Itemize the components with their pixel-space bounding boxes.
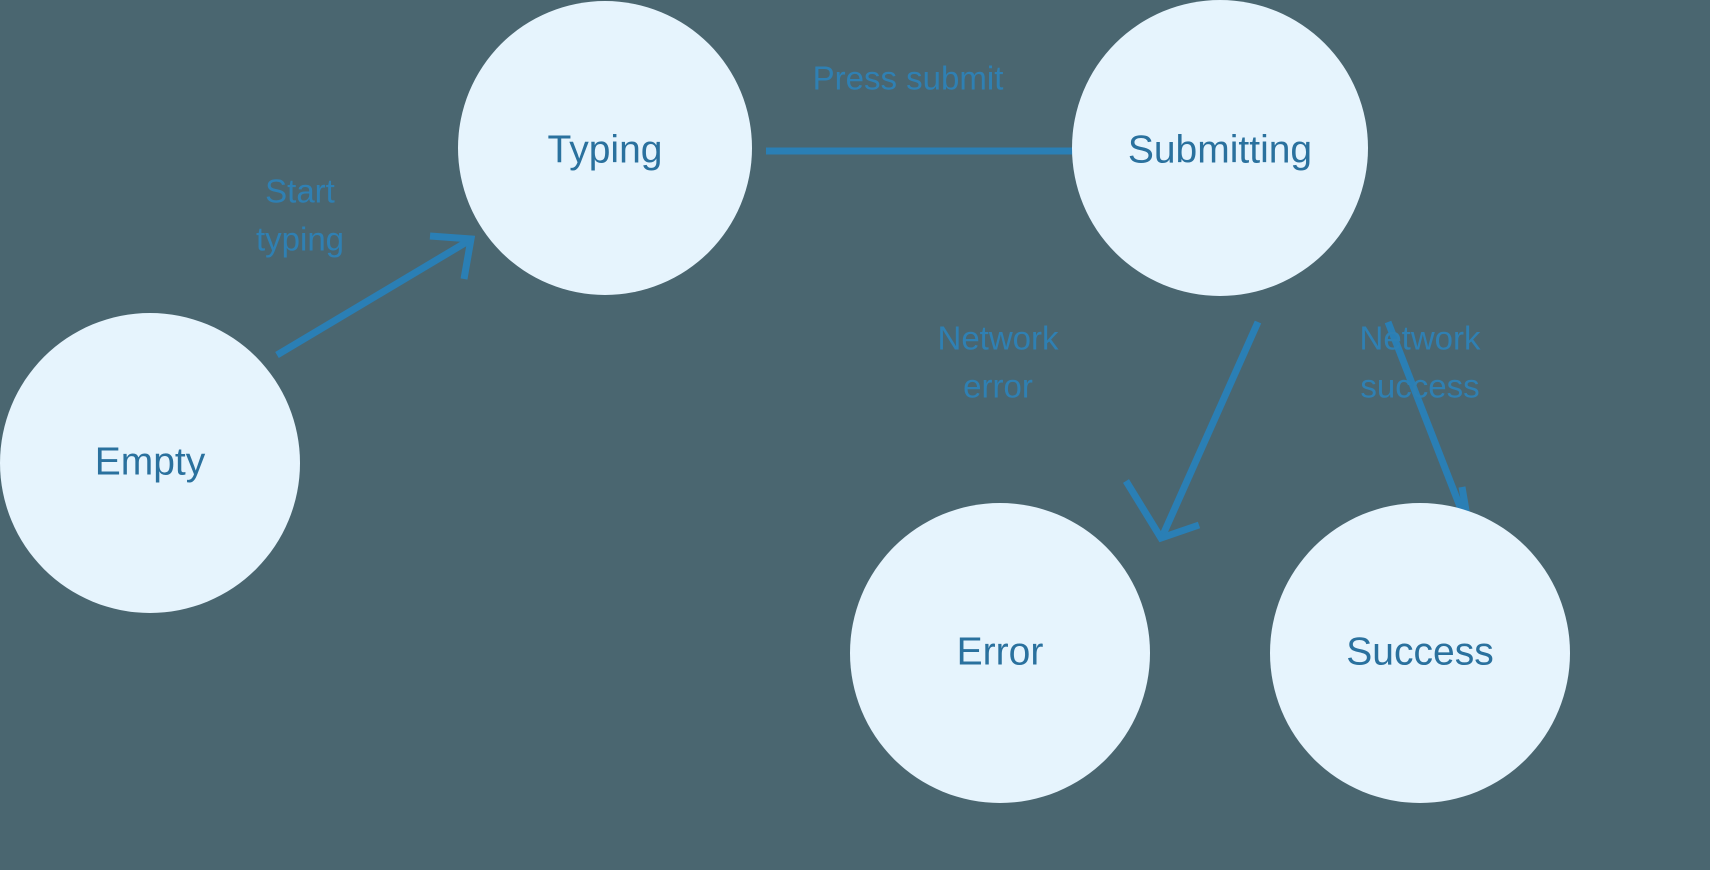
edge-empty-to-typing-line [275, 236, 472, 359]
edge-empty-to-typing: Start typing [256, 173, 476, 359]
edge-submitting-to-success-label-line2: success [1360, 368, 1479, 405]
node-empty-circle[interactable] [0, 313, 300, 613]
edge-typing-to-submitting: Press submit [766, 60, 1153, 188]
edge-submitting-to-error-line [1158, 320, 1262, 539]
edge-empty-to-typing-label-line2: typing [256, 221, 344, 258]
edge-empty-to-typing-label-line1: Start [265, 173, 335, 210]
node-success[interactable]: Success [1270, 503, 1570, 803]
node-typing[interactable]: Typing [458, 1, 752, 295]
node-submitting-circle[interactable] [1072, 0, 1368, 296]
node-empty-label: Empty [95, 440, 206, 483]
edge-submitting-to-success-label-line1: Network [1359, 320, 1481, 357]
edge-submitting-to-error-arrowhead [1123, 479, 1201, 543]
node-success-label: Success [1346, 630, 1493, 673]
edge-submitting-to-error: Network error [937, 320, 1262, 543]
edge-submitting-to-success-line [1384, 320, 1472, 529]
node-submitting-label: Submitting [1128, 128, 1312, 171]
node-error-label: Error [957, 630, 1044, 673]
node-submitting[interactable]: Submitting [1072, 0, 1368, 296]
node-error-circle[interactable] [850, 503, 1150, 803]
edge-typing-to-submitting-label: Press submit [813, 60, 1004, 97]
node-typing-label: Typing [548, 128, 663, 171]
edge-submitting-to-error-label-line1: Network [937, 320, 1059, 357]
edge-submitting-to-success: Network success [1359, 320, 1481, 532]
edge-submitting-to-error-label-line2: error [963, 368, 1033, 405]
edge-empty-to-typing-arrowhead [429, 232, 476, 280]
node-typing-circle[interactable] [458, 1, 752, 295]
node-success-circle[interactable] [1270, 503, 1570, 803]
node-error[interactable]: Error [850, 503, 1150, 803]
node-empty[interactable]: Empty [0, 313, 300, 613]
